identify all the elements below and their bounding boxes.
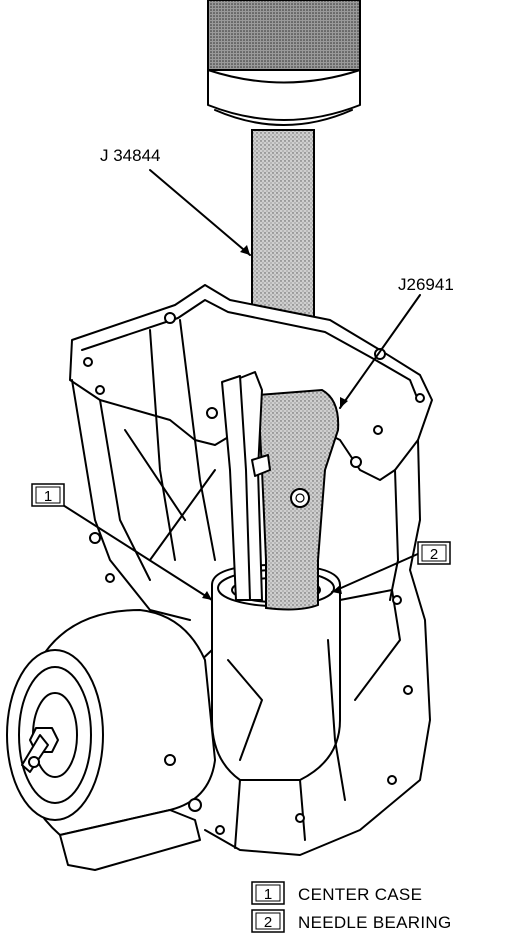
callout-j34844: J 34844: [100, 146, 161, 165]
callout-box-2: 2: [417, 541, 451, 565]
legend-label-2: NEEDLE BEARING: [298, 913, 451, 932]
callout-number-2: 2: [430, 546, 438, 563]
tool-j26941-puller: [221, 371, 340, 611]
press-ram: [207, 0, 361, 126]
callout-box-1: 1: [31, 483, 65, 507]
legend-number-1: 1: [264, 886, 272, 903]
legend-item-2: 2 NEEDLE BEARING: [251, 909, 451, 933]
callout-number-1: 1: [44, 488, 52, 505]
legend-number-2: 2: [264, 914, 272, 931]
output-flange: [6, 609, 216, 871]
callout-j26941: J26941: [398, 275, 454, 294]
legend-label-1: CENTER CASE: [298, 885, 422, 904]
legend-item-1: 1 CENTER CASE: [251, 881, 422, 905]
legend: 1 CENTER CASE 2 NEEDLE BEARING: [251, 881, 451, 933]
leader-lines: [54, 169, 421, 601]
